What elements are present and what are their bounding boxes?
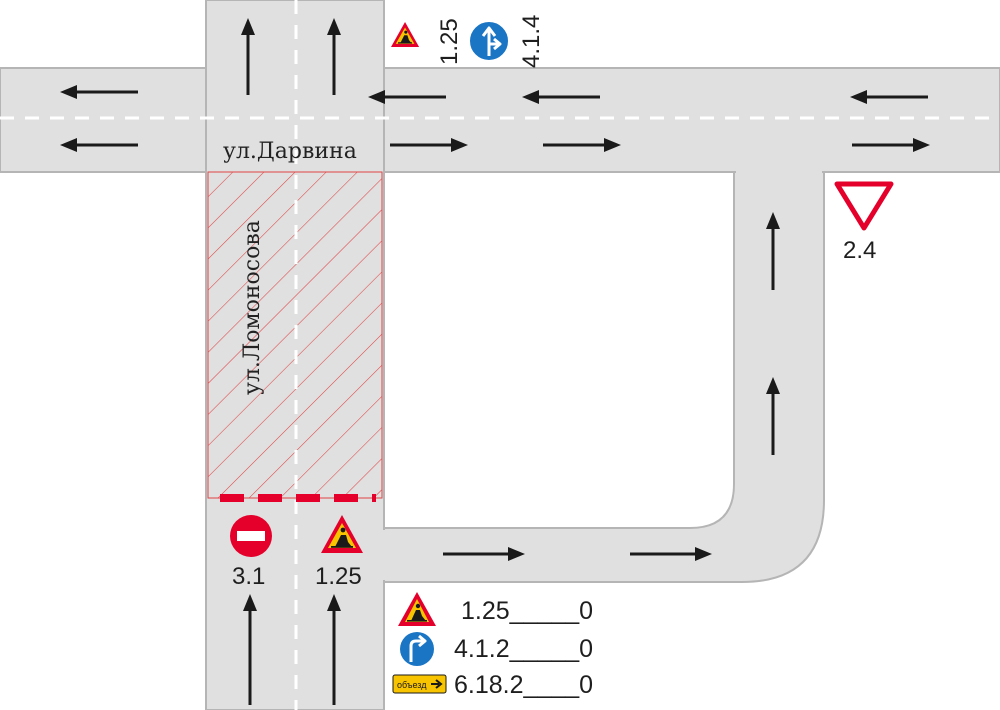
sign-code-yield: 2.4 (843, 237, 877, 264)
sign-code-direction: 4.1.4 (518, 14, 545, 68)
legend-detour-icon: объезд (392, 674, 447, 694)
traffic-arrow (766, 212, 780, 290)
sign-code-roadworks-bottom: 1.25 (315, 563, 362, 590)
no-entry-sign (230, 515, 272, 557)
traffic-arrow (766, 377, 780, 455)
legend-turn-right-icon (400, 632, 434, 666)
sign-code-no-entry: 3.1 (232, 563, 266, 590)
legend-item-detour: 6.18.2____0 (454, 671, 594, 699)
traffic-arrow (327, 594, 341, 705)
traffic-arrow (243, 594, 257, 705)
svg-text:объезд: объезд (397, 680, 427, 690)
sign-code-roadworks-top: 1.25 (436, 18, 463, 65)
traffic-arrow (241, 18, 255, 95)
street-name-lomonosov: ул.Ломоносова (240, 220, 265, 395)
yield-sign (834, 181, 894, 231)
road-detour (383, 171, 825, 583)
traffic-arrow (630, 547, 712, 561)
street-name-darwin: ул.Дарвина (223, 139, 357, 164)
roadworks-sign-top (391, 22, 420, 47)
traffic-arrow (327, 18, 341, 95)
road-darwin (0, 67, 1000, 173)
traffic-arrow (390, 138, 468, 152)
traffic-arrow (850, 90, 928, 104)
legend-roadworks-icon (398, 592, 436, 626)
traffic-arrows (60, 18, 930, 705)
traffic-arrow (522, 90, 600, 104)
direction-sign-4-1-4 (468, 20, 510, 62)
traffic-arrow (60, 85, 138, 99)
traffic-arrow (368, 90, 446, 104)
roadworks-sign-bottom (321, 515, 363, 553)
traffic-arrow (443, 547, 525, 561)
legend-item-roadworks: 1.25_____0 (461, 597, 594, 625)
legend-item-turn-right: 4.1.2_____0 (454, 635, 594, 663)
traffic-arrow (852, 138, 930, 152)
traffic-arrow (60, 138, 138, 152)
traffic-arrow (543, 138, 621, 152)
